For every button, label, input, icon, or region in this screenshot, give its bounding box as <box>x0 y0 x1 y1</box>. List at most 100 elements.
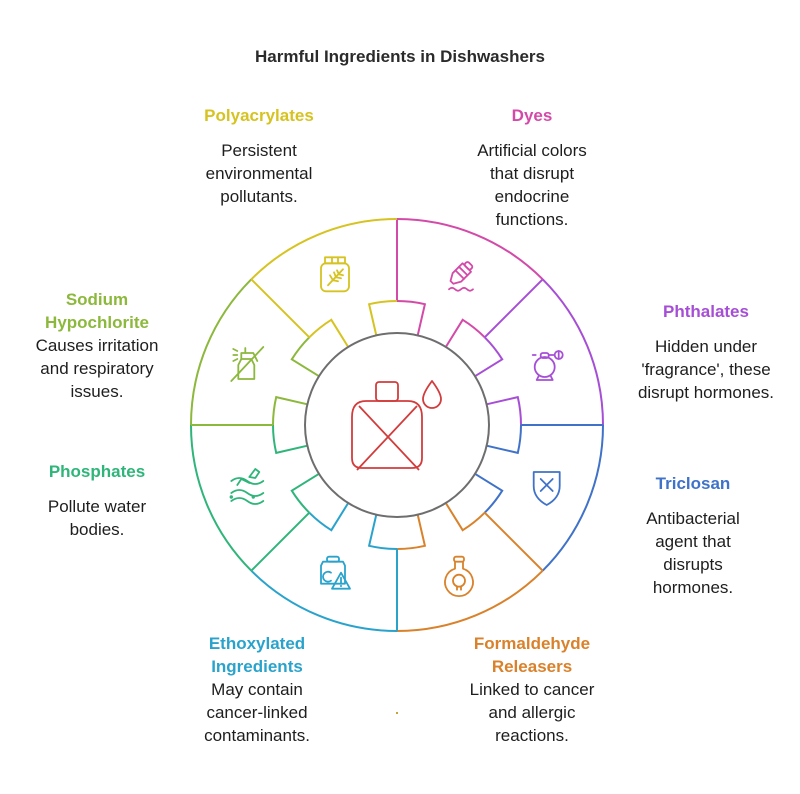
ingredient-name-line: Ethoxylated <box>208 634 306 653</box>
segment-tooth <box>308 318 350 348</box>
description-line: disrupts <box>663 555 723 574</box>
ingredient-name: Triclosan <box>618 472 768 495</box>
segment-outer-arc <box>396 218 544 281</box>
no-spray-bottle-icon <box>230 346 265 382</box>
description-line: pollutants. <box>220 187 298 206</box>
ingredient-name: Polyacrylates <box>159 104 359 127</box>
segment-tooth <box>444 318 486 348</box>
segment-tooth <box>272 424 308 455</box>
segment-tooth <box>272 395 308 426</box>
polluted-water-icon <box>229 468 265 505</box>
segment-tooth <box>396 300 427 336</box>
description-line: contaminants. <box>204 726 310 745</box>
description-line: bodies. <box>69 520 125 539</box>
segment-outer-arc <box>190 278 253 426</box>
description-line: Linked to cancer <box>469 680 595 699</box>
description-line: Causes irritation <box>35 336 159 355</box>
ingredient-name: Phosphates <box>12 460 182 483</box>
description-line: disrupt hormones. <box>637 383 775 402</box>
segment-tooth <box>486 395 522 426</box>
description-line: functions. <box>495 210 569 229</box>
ingredient-name-line: Ingredients <box>211 657 303 676</box>
segment-tooth <box>396 514 427 550</box>
segment-tooth <box>474 336 504 378</box>
ingredient-name-line: Sodium <box>65 290 129 309</box>
description-line: and allergic <box>488 703 576 722</box>
segment-outer-arc <box>541 424 604 572</box>
description-line: and respiratory <box>40 359 154 378</box>
segment-outer-arc <box>396 569 544 632</box>
ingredient-description: Hidden under 'fragrance', these disrupt ho… <box>621 335 791 404</box>
description-line: Persistent <box>221 141 297 160</box>
stray-dot <box>396 712 398 714</box>
ingredient-name: Dyes <box>432 104 632 127</box>
segment-tooth <box>290 336 320 378</box>
diagram-title: Harmful Ingredients in Dishwashers <box>254 47 545 66</box>
description-line: hormones. <box>652 578 734 597</box>
segment-tooth <box>486 424 522 455</box>
description-line: agent that <box>655 532 731 551</box>
description-line: Artificial colors <box>477 141 587 160</box>
ingredient-name-line: Polyacrylates <box>204 106 314 125</box>
description-line: environmental <box>205 164 313 183</box>
chemical-warning-jar-icon <box>320 555 351 590</box>
segment-divider <box>483 511 544 572</box>
segment-tooth <box>474 472 504 514</box>
description-line: cancer-linked <box>206 703 308 722</box>
description-line: Hidden under <box>654 337 758 356</box>
perfume-bottle-icon <box>531 350 564 381</box>
ingredient-name: Phthalates <box>621 300 791 323</box>
ingredient-description: Linked to cancer and allergic reactions. <box>432 678 632 747</box>
description-line: May contain <box>211 680 303 699</box>
segment-tooth <box>367 300 398 336</box>
segment-outer-arc <box>190 424 253 572</box>
ingredient-name-line: Phosphates <box>48 462 146 481</box>
segment-tooth <box>290 472 320 514</box>
ingredient-description: Pollute water bodies. <box>12 495 182 541</box>
crossed-bottle-drop-icon <box>351 380 442 471</box>
poison-flask-icon <box>444 555 474 598</box>
segment-outer-arc <box>250 218 398 281</box>
ingredient-name-line: Hypochlorite <box>45 313 149 332</box>
segment-tooth <box>444 502 486 532</box>
ingredient-name-line: Dyes <box>511 106 553 125</box>
segment-divider <box>250 278 311 339</box>
ingredient-name-line: Releasers <box>491 657 573 676</box>
description-line: 'fragrance', these <box>641 360 771 379</box>
ingredient-description: Artificial colors that disrupt endocrine fu… <box>432 139 632 231</box>
herb-jar-icon <box>320 256 350 293</box>
description-line: that disrupt <box>489 164 575 183</box>
segment-outer-arc <box>541 278 604 426</box>
description-line: Antibacterial <box>646 509 740 528</box>
ingredient-name-line: Triclosan <box>655 474 731 493</box>
segment-tooth <box>308 502 350 532</box>
ingredient-description: Persistent environmental pollutants. <box>159 139 359 208</box>
center-circle <box>304 332 490 518</box>
ingredient-name-line: Formaldehyde <box>473 634 591 653</box>
segment-divider <box>250 511 311 572</box>
ingredient-description: Antibacterial agent that disrupts hormones. <box>618 507 768 599</box>
description-line: Pollute water <box>47 497 147 516</box>
description-line: reactions. <box>495 726 569 745</box>
ingredient-description: May contain cancer-linked contaminants. <box>157 678 357 747</box>
segment-divider <box>483 278 544 339</box>
paint-tube-icon <box>448 261 474 292</box>
shield-x-icon <box>532 471 561 506</box>
description-line: endocrine <box>494 187 570 206</box>
segment-outer-arc <box>250 569 398 632</box>
segment-tooth <box>367 514 398 550</box>
ingredient-name-line: Phthalates <box>663 302 749 321</box>
